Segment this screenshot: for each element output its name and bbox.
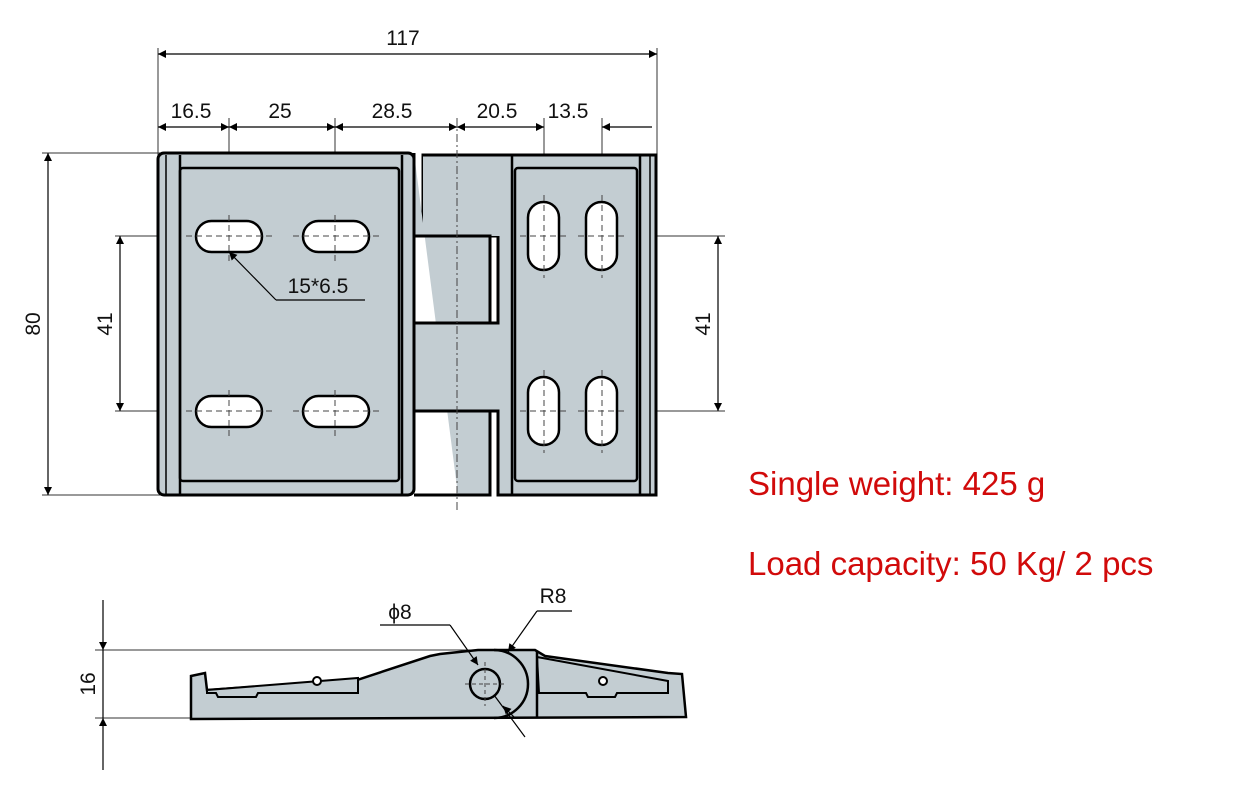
- dim-seg-2: 25: [268, 100, 291, 123]
- dim-knuckle-radius: R8: [540, 585, 567, 608]
- side-view: 16 ϕ8 R8: [77, 585, 688, 770]
- weight-note: Single weight: 425 g: [748, 465, 1046, 502]
- dim-seg-4: 20.5: [477, 100, 518, 123]
- dim-right-slot-spacing: 41: [692, 312, 715, 335]
- dim-pin-diameter: ϕ8: [388, 601, 411, 624]
- dim-seg-5: 13.5: [548, 100, 589, 123]
- dim-thickness: 16: [77, 672, 100, 695]
- dim-left-slot-spacing: 41: [94, 312, 117, 335]
- dim-seg-1: 16.5: [171, 100, 212, 123]
- slot-callout: 15*6.5: [288, 275, 349, 298]
- dim-height: 80: [22, 312, 45, 335]
- top-view: 117 16.5 25 28.5 20.5 13.5 15*6.5 80 41 …: [22, 27, 725, 510]
- load-capacity-note: Load capacity: 50 Kg/ 2 pcs: [748, 545, 1154, 582]
- dim-seg-3: 28.5: [372, 100, 413, 123]
- dim-overall-width: 117: [386, 27, 419, 50]
